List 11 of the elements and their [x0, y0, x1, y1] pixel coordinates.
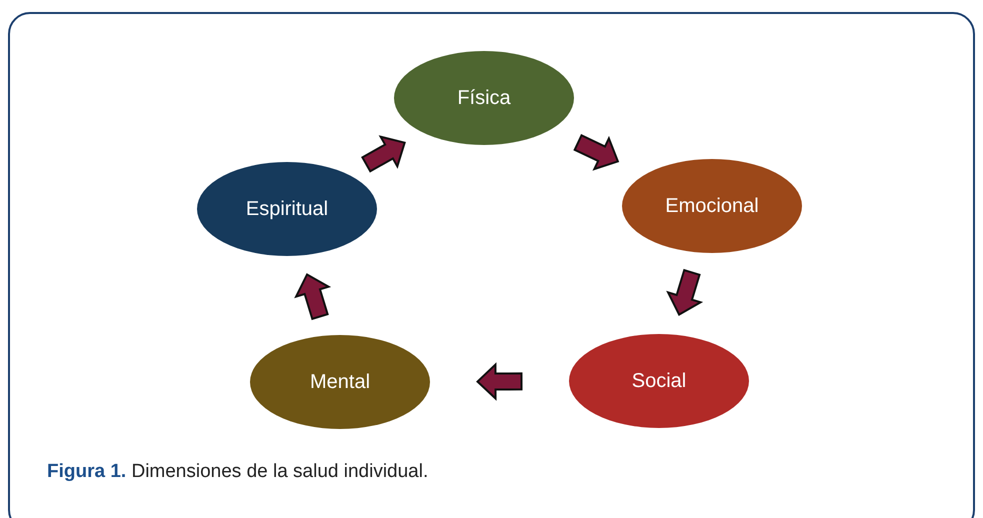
- block-arrow: [361, 135, 406, 173]
- block-arrow: [476, 362, 523, 401]
- dimension-label: Mental: [310, 370, 370, 394]
- dimension-label: Espiritual: [246, 198, 328, 220]
- block-arrow: [573, 134, 620, 171]
- dimension-label: Social: [632, 370, 686, 392]
- block-arrow: [666, 268, 704, 316]
- figure-caption: Figura 1. Dimensiones de la salud individual.: [47, 461, 428, 483]
- dimension-label: Física: [457, 86, 511, 110]
- block-arrow: [294, 273, 332, 320]
- dimension-label: Emocional: [665, 194, 759, 218]
